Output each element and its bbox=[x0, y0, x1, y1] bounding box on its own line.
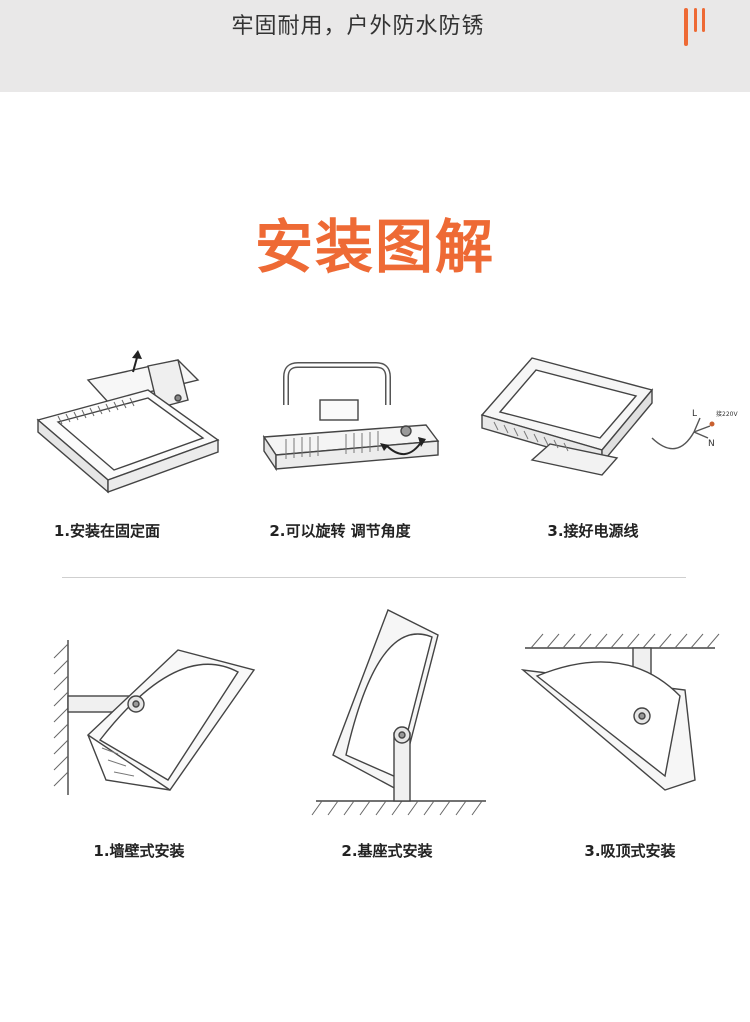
base-mount-caption: 2.基座式安装 bbox=[341, 842, 433, 860]
base-mount-illustration bbox=[311, 609, 486, 816]
wall-mount-illustration bbox=[53, 640, 256, 795]
step3-caption: 3.接好电源线 bbox=[547, 522, 639, 540]
wall-mount-caption: 1.墙壁式安装 bbox=[93, 842, 185, 860]
ceiling-mount-illustration bbox=[520, 633, 720, 791]
wire-n-label: N bbox=[708, 439, 715, 449]
step1-illustration bbox=[36, 350, 220, 494]
step1-caption: 1.安装在固定面 bbox=[53, 522, 161, 540]
wire-voltage-label: 接220V bbox=[716, 410, 738, 418]
section-title: 安装图解 bbox=[254, 213, 495, 281]
wire-l-label: L bbox=[692, 409, 697, 419]
step2-illustration bbox=[262, 362, 440, 472]
step2-caption: 2.可以旋转 调节角度 bbox=[269, 522, 411, 540]
section-divider bbox=[62, 577, 686, 578]
step3-illustration: L N 接220V bbox=[480, 357, 738, 476]
brand-mark-icon bbox=[684, 8, 705, 46]
ceiling-mount-caption: 3.吸顶式安装 bbox=[584, 842, 676, 860]
top-banner: 牢固耐用，户外防水防锈 bbox=[0, 0, 750, 92]
banner-tagline: 牢固耐用，户外防水防锈 bbox=[231, 14, 485, 39]
